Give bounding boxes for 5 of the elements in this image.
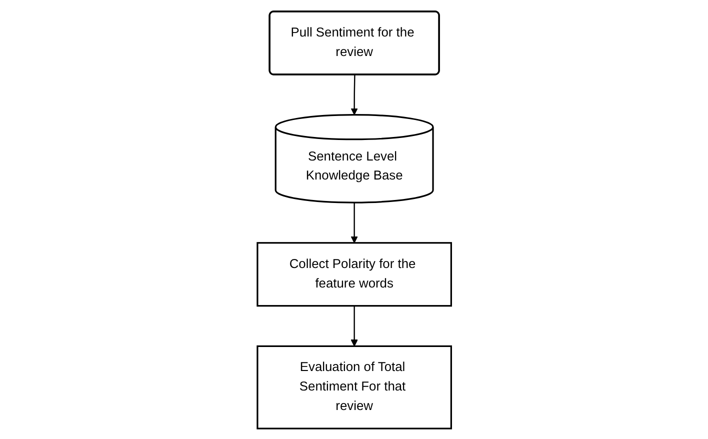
arrow: [350, 202, 358, 243]
node-box: Collect Polarity for the feature words: [256, 242, 452, 306]
arrow: [350, 74, 358, 115]
node-box: Evaluation of Total Sentiment For that review: [256, 344, 452, 429]
arrow: [350, 305, 358, 346]
